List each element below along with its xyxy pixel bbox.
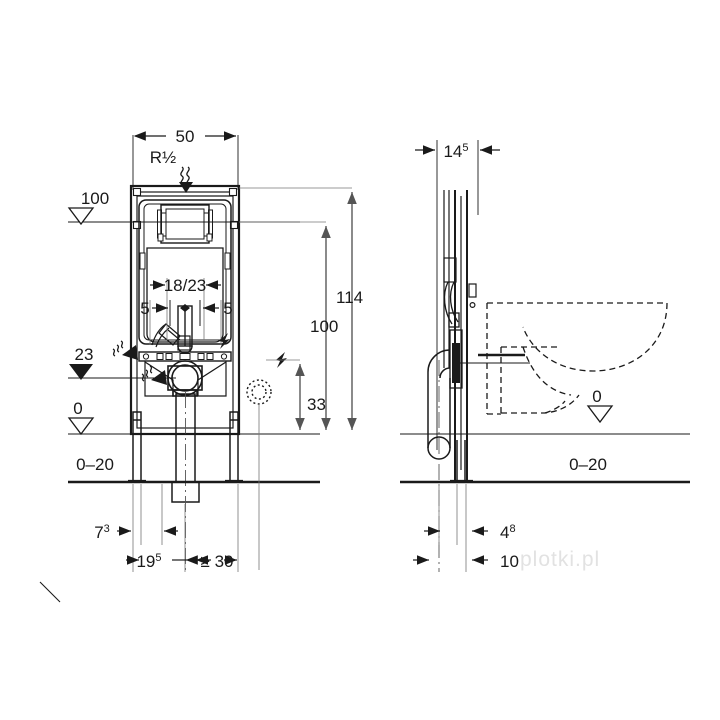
side-flush-pipe bbox=[443, 281, 460, 328]
datum-label-100: 100 bbox=[81, 189, 109, 208]
cistern-lower-shell bbox=[146, 247, 224, 343]
dim-vert-extensions bbox=[239, 187, 352, 361]
tolerance-label-side: 0–20 bbox=[569, 455, 607, 474]
dim-label-10: 10 bbox=[500, 552, 519, 571]
datum-label-0-side: 0 bbox=[592, 387, 601, 406]
inspection-opening bbox=[160, 204, 210, 244]
tolerance-label-front: 0–20 bbox=[76, 455, 114, 474]
front-frame-inner-rails bbox=[136, 191, 234, 429]
dim-label-1823: 18/23 bbox=[164, 276, 207, 295]
dim-label-bolt-right: 5 bbox=[223, 299, 232, 318]
dim-label-4-8: 48 bbox=[500, 523, 516, 542]
flush-pipe-upper bbox=[177, 305, 193, 354]
supply-label-r: R½ bbox=[150, 148, 176, 167]
dim-label-ge-30: ≥ 30 bbox=[201, 552, 234, 571]
drain-dotted-circle-icon bbox=[246, 379, 272, 405]
cistern-catches bbox=[139, 233, 231, 270]
datum-label-0-front: 0 bbox=[73, 399, 82, 418]
watermark: plotki.pl bbox=[520, 548, 600, 571]
dim-label-100: 100 bbox=[310, 317, 338, 336]
corner-tick bbox=[39, 581, 61, 603]
dim-label-114: 114 bbox=[336, 288, 363, 307]
water-flow-symbol-1-head bbox=[122, 345, 138, 360]
dim-label-7-3: 73 bbox=[94, 523, 110, 542]
datum-23-triangle bbox=[69, 364, 93, 380]
side-actuator-slot bbox=[468, 283, 477, 309]
dim-label-33: 33 bbox=[307, 395, 326, 414]
dim-label-19-5: 195 bbox=[136, 552, 161, 571]
water-flow-symbol-1 bbox=[112, 340, 124, 357]
dim-label-bolt-left: 5 bbox=[140, 299, 149, 318]
dim-label-145: 145 bbox=[443, 142, 468, 161]
toilet-bowl-dashed-outline bbox=[486, 302, 668, 415]
datum-0-triangle bbox=[67, 417, 95, 436]
dim-50-extensions bbox=[132, 135, 239, 190]
side-legs bbox=[456, 440, 466, 482]
inner-bolt-guides bbox=[169, 300, 201, 326]
side-dim-extensions bbox=[438, 484, 467, 572]
water-inlet-arrow-head bbox=[179, 182, 193, 193]
center-diamond-marker bbox=[180, 304, 190, 312]
side-frame-profile bbox=[454, 190, 468, 482]
water-flow-symbol-2-head bbox=[151, 370, 167, 385]
datum-label-23: 23 bbox=[75, 345, 94, 364]
dim-label-50: 50 bbox=[176, 127, 195, 146]
side-waste-elbow-pipe bbox=[427, 349, 451, 460]
datum-0-triangle-side bbox=[586, 405, 614, 424]
dim-bolt-extensions bbox=[149, 300, 222, 345]
support-bar-holes bbox=[142, 353, 228, 360]
water-flow-symbol-2 bbox=[141, 365, 153, 382]
datum-100-triangle bbox=[67, 207, 95, 226]
dim-145-extensions bbox=[436, 140, 479, 450]
side-cistern-panel bbox=[443, 257, 457, 283]
electrical-bolt-icon-1 bbox=[219, 333, 230, 349]
